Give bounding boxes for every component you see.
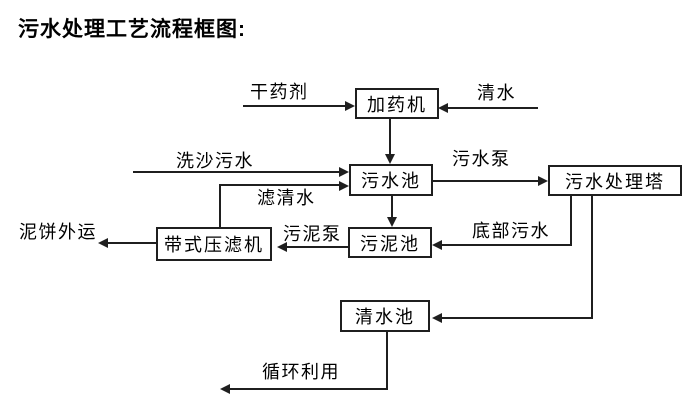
- label-filtered-water: 滤清水: [257, 188, 316, 208]
- line-recycling-vertical: [386, 332, 388, 389]
- line-sand-washing-sewage: [133, 171, 341, 173]
- arrowhead-down-icon: [385, 154, 395, 164]
- line-bottom-sewage-vertical: [570, 196, 572, 245]
- arrowhead-right-icon: [538, 176, 548, 186]
- node-sewage-pool: 污水池: [349, 164, 433, 196]
- arrowhead-left-icon: [220, 384, 230, 394]
- arrowhead-right-icon: [339, 167, 349, 177]
- arrowhead-left-icon: [438, 103, 448, 113]
- arrowhead-right-icon: [339, 181, 349, 191]
- label-mud-cake-transport: 泥饼外运: [19, 222, 97, 242]
- line-recycling-horizontal: [229, 388, 388, 390]
- line-filtered-water-horizontal: [219, 184, 341, 186]
- node-belt-filter-press: 带式压滤机: [156, 227, 272, 261]
- arrowhead-left-icon: [432, 240, 442, 250]
- line-bottom-sewage-horizontal: [441, 244, 572, 246]
- line-sludge-pump: [286, 246, 348, 248]
- label-dry-chemical: 干药剂: [250, 82, 309, 102]
- node-sewage-treatment-tower: 污水处理塔: [548, 165, 682, 196]
- line-dosing-to-sewage-pool: [389, 119, 391, 156]
- line-filtered-water-vertical: [219, 184, 221, 227]
- node-sludge-pool: 污泥池: [348, 227, 432, 258]
- label-clean-water: 清水: [477, 83, 516, 103]
- arrowhead-left-icon: [98, 238, 108, 248]
- label-sludge-pump: 污泥泵: [283, 224, 342, 244]
- arrowhead-left-icon: [432, 313, 442, 323]
- label-sand-washing-sewage: 洗沙污水: [176, 151, 254, 171]
- arrowhead-right-icon: [345, 101, 355, 111]
- label-sewage-pump: 污水泵: [452, 149, 511, 169]
- line-dry-chemical: [243, 105, 347, 107]
- arrowhead-down-icon: [387, 217, 397, 227]
- label-bottom-sewage: 底部污水: [472, 221, 550, 241]
- line-clean-water: [446, 107, 538, 109]
- label-recycling: 循环利用: [262, 362, 340, 382]
- line-tower-to-clean-pool-horizontal: [441, 317, 593, 319]
- node-dosing-machine: 加药机: [355, 88, 439, 119]
- line-mud-cake: [107, 242, 156, 244]
- line-sewage-to-sludge: [391, 196, 393, 219]
- line-tower-to-clean-pool-vertical: [591, 196, 593, 319]
- arrowhead-left-icon: [277, 242, 287, 252]
- node-clean-water-pool: 清水池: [340, 300, 430, 332]
- line-sewage-pump: [433, 180, 540, 182]
- diagram-title: 污水处理工艺流程框图:: [18, 18, 246, 41]
